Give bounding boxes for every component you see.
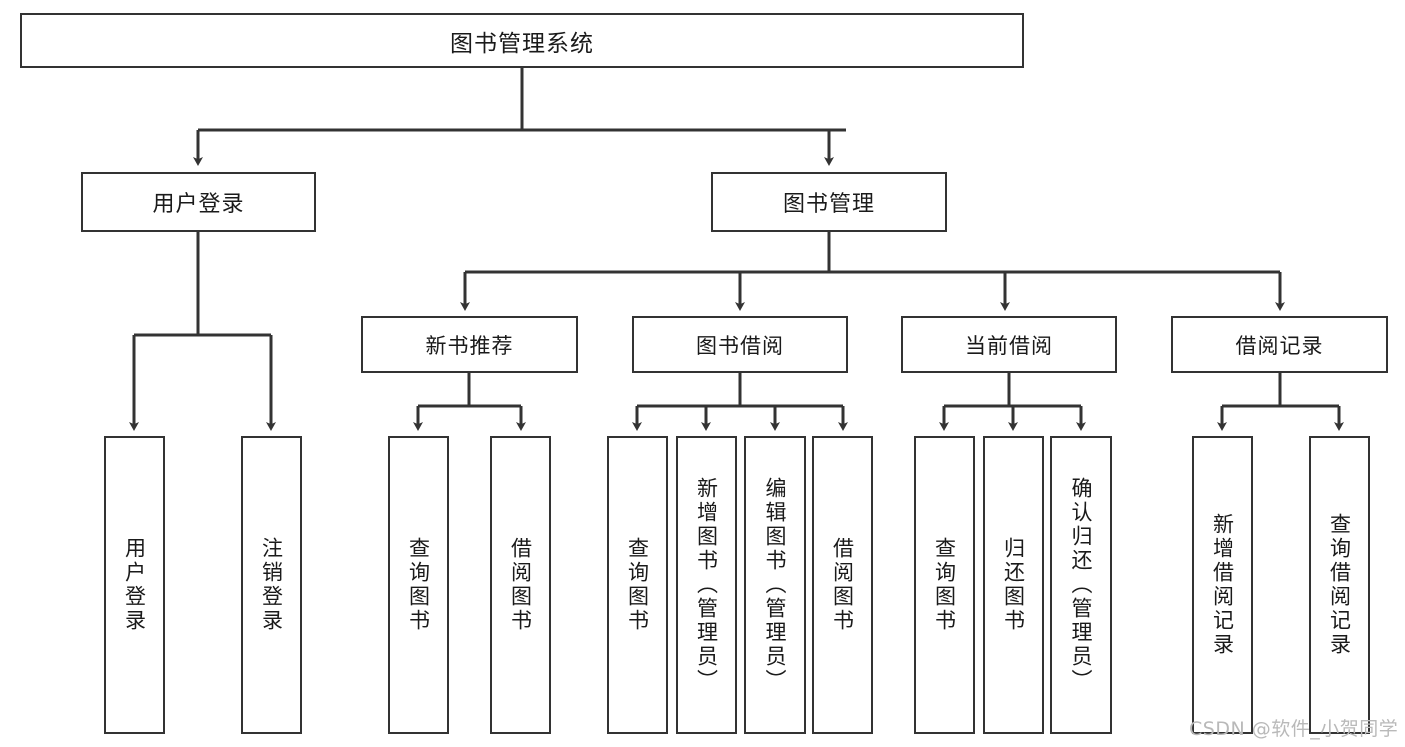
leaf-query-book-borrow[interactable]: 查询图书 bbox=[607, 436, 668, 734]
node-label: 用户登录 bbox=[152, 192, 245, 217]
leaf-borrow-book-recommend[interactable]: 借阅图书 bbox=[490, 436, 551, 734]
node-current-borrow[interactable]: 当前借阅 bbox=[901, 316, 1117, 373]
watermark: CSDN @软件_小贺同学 bbox=[1189, 718, 1399, 740]
node-label: 用户登录 bbox=[122, 537, 147, 633]
node-label: 借阅图书 bbox=[830, 537, 855, 633]
node-label: 新书推荐 bbox=[425, 333, 514, 358]
node-label: 注销登录 bbox=[259, 537, 284, 633]
node-new-book-recommend[interactable]: 新书推荐 bbox=[361, 316, 578, 373]
leaf-edit-book-admin[interactable]: 编辑图书（管理员） bbox=[744, 436, 806, 734]
leaf-logout-login[interactable]: 注销登录 bbox=[241, 436, 302, 734]
leaf-query-book-current[interactable]: 查询图书 bbox=[914, 436, 975, 734]
leaf-user-login[interactable]: 用户登录 bbox=[104, 436, 165, 734]
node-book-borrow[interactable]: 图书借阅 bbox=[632, 316, 848, 373]
leaf-confirm-return-admin[interactable]: 确认归还（管理员） bbox=[1050, 436, 1112, 734]
node-label: 查询图书 bbox=[406, 537, 431, 633]
node-label: 归还图书 bbox=[1001, 537, 1026, 633]
node-label: 新增图书（管理员） bbox=[694, 477, 719, 693]
node-label: 查询图书 bbox=[625, 537, 650, 633]
leaf-return-book[interactable]: 归还图书 bbox=[983, 436, 1044, 734]
leaf-query-borrow-record[interactable]: 查询借阅记录 bbox=[1309, 436, 1370, 734]
node-label: 借阅图书 bbox=[508, 537, 533, 633]
node-label: 图书管理系统 bbox=[450, 30, 594, 57]
node-label: 查询图书 bbox=[932, 537, 957, 633]
node-label: 确认归还（管理员） bbox=[1069, 477, 1094, 693]
node-label: 图书管理 bbox=[782, 192, 875, 217]
node-label: 编辑图书（管理员） bbox=[763, 477, 788, 693]
node-label: 查询借阅记录 bbox=[1327, 513, 1352, 657]
leaf-borrow-book[interactable]: 借阅图书 bbox=[812, 436, 873, 734]
node-label: 借阅记录 bbox=[1235, 333, 1324, 358]
node-label: 新增借阅记录 bbox=[1210, 513, 1235, 657]
node-borrow-record[interactable]: 借阅记录 bbox=[1171, 316, 1388, 373]
node-label: 图书借阅 bbox=[696, 333, 784, 358]
node-label: 当前借阅 bbox=[965, 333, 1053, 358]
leaf-add-book-admin[interactable]: 新增图书（管理员） bbox=[676, 436, 737, 734]
node-user-login[interactable]: 用户登录 bbox=[81, 172, 316, 232]
leaf-query-book-recommend[interactable]: 查询图书 bbox=[388, 436, 449, 734]
node-book-management[interactable]: 图书管理 bbox=[711, 172, 947, 232]
node-root-book-management-system[interactable]: 图书管理系统 bbox=[20, 13, 1024, 68]
leaf-add-borrow-record[interactable]: 新增借阅记录 bbox=[1192, 436, 1253, 734]
